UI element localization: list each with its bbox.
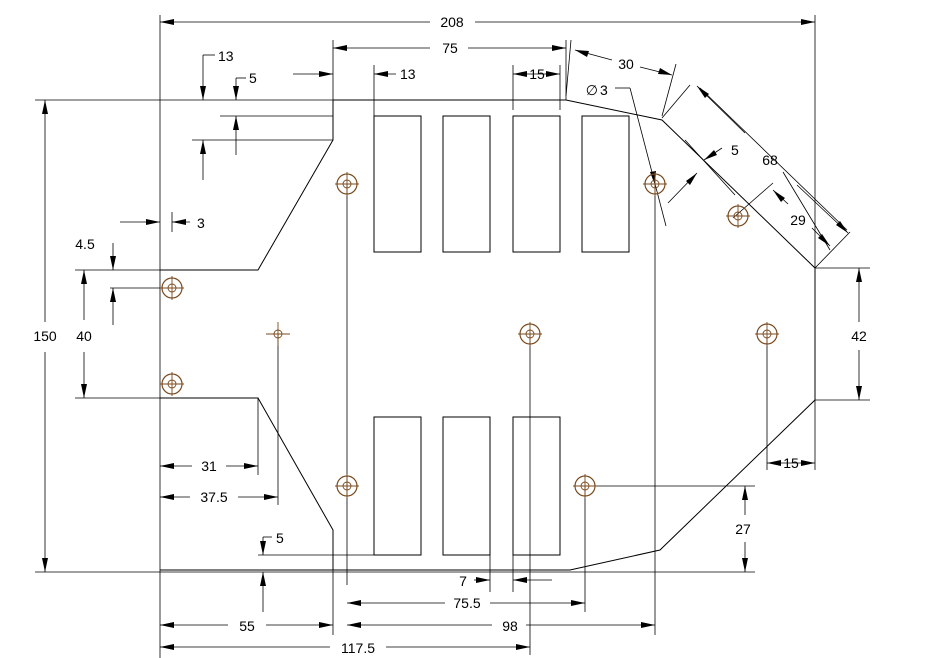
dim-13-left: 13 bbox=[218, 48, 234, 64]
hole-left-upper bbox=[160, 276, 184, 300]
dim-31: 31 bbox=[201, 458, 217, 474]
dimension-labels: 208 75 13 5 13 15 30 ∅ 3 5 68 29 3 4.5 1… bbox=[33, 14, 867, 656]
dim-75: 75 bbox=[442, 40, 458, 56]
dim-42: 42 bbox=[851, 328, 867, 344]
dim-15-top: 15 bbox=[529, 66, 545, 82]
holes bbox=[160, 172, 779, 498]
cutout-top-3 bbox=[512, 115, 561, 253]
dim-75-5: 75.5 bbox=[453, 595, 480, 611]
dim-29: 29 bbox=[790, 212, 806, 228]
dim-40: 40 bbox=[76, 328, 92, 344]
hole-bottom-right bbox=[573, 474, 597, 498]
dim-15-right: 15 bbox=[783, 455, 799, 471]
hole-left-lower bbox=[160, 372, 184, 396]
dim-68: 68 bbox=[762, 152, 778, 168]
cutouts-bottom bbox=[373, 416, 561, 556]
dim-150: 150 bbox=[33, 328, 57, 344]
dim-7: 7 bbox=[459, 573, 467, 589]
hole-top-left bbox=[335, 172, 359, 196]
dim-hole-diameter: 3 bbox=[600, 82, 608, 98]
dim-5-bottom: 5 bbox=[276, 530, 284, 546]
cutout-top-1 bbox=[373, 115, 422, 253]
dimension-lines bbox=[42, 19, 862, 650]
dim-55: 55 bbox=[239, 618, 255, 634]
hole-chamfer bbox=[726, 204, 750, 228]
dim-117-5: 117.5 bbox=[341, 640, 375, 656]
dim-5-chamfer: 5 bbox=[731, 142, 739, 158]
hole-bottom-left bbox=[335, 474, 359, 498]
dim-208: 208 bbox=[440, 14, 464, 30]
extension-lines bbox=[35, 15, 870, 658]
hole-small-left bbox=[266, 322, 290, 346]
hole-top-right bbox=[643, 172, 667, 196]
dim-13-cutout: 13 bbox=[400, 66, 416, 82]
dim-5-top: 5 bbox=[249, 70, 257, 86]
dim-30: 30 bbox=[618, 56, 634, 72]
cutout-bottom-3 bbox=[512, 416, 561, 556]
hole-right-middle bbox=[755, 322, 779, 346]
dim-hole-diameter-symbol: ∅ bbox=[586, 82, 598, 98]
dim-3-left: 3 bbox=[197, 215, 205, 231]
hole-center bbox=[518, 322, 542, 346]
cutout-top-2 bbox=[442, 115, 491, 253]
cutout-bottom-1 bbox=[373, 416, 422, 556]
cutout-bottom-2 bbox=[442, 416, 491, 556]
dim-27: 27 bbox=[735, 521, 751, 537]
dim-98: 98 bbox=[502, 618, 518, 634]
cutouts-top bbox=[373, 115, 630, 253]
cutout-top-4 bbox=[581, 115, 630, 253]
dim-37-5: 37.5 bbox=[200, 489, 227, 505]
dim-4-5: 4.5 bbox=[75, 236, 95, 252]
